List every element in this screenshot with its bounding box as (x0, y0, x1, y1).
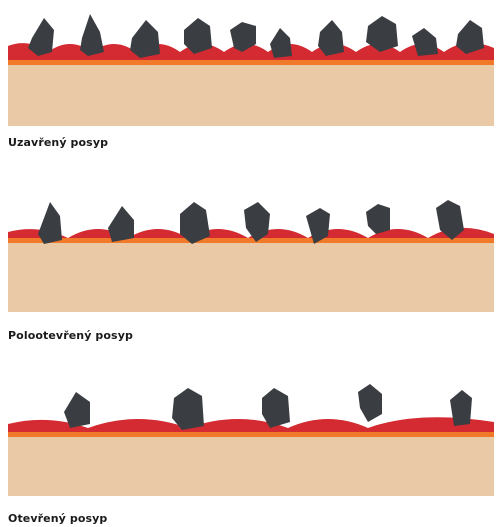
abrasive-grain (450, 390, 472, 426)
closed-coat-diagram (8, 8, 494, 126)
abrasive-grain (172, 388, 204, 430)
abrasive-grain (456, 20, 484, 54)
open-coat-diagram (8, 378, 494, 496)
caption-open-coat: Otevřený posyp (8, 512, 107, 525)
backing-layer (8, 436, 494, 496)
abrasive-grain (108, 206, 134, 242)
abrasive-grain (180, 202, 210, 244)
abrasive-panel-closed (8, 8, 494, 126)
abrasive-panel-semi-open (8, 194, 494, 312)
abrasive-grain (38, 202, 62, 244)
abrasive-grain (80, 14, 104, 56)
abrasive-grain (130, 20, 160, 58)
glue-edge (8, 60, 494, 65)
caption-closed-coat: Uzavřený posyp (8, 136, 108, 149)
semi-open-coat-diagram (8, 194, 494, 312)
backing-layer (8, 64, 494, 126)
abrasive-grain (358, 384, 382, 422)
glue-edge (8, 432, 494, 437)
glue-edge (8, 238, 494, 243)
backing-layer (8, 242, 494, 312)
abrasive-grain (270, 28, 292, 58)
abrasive-grain (318, 20, 344, 56)
caption-semi-open-coat: Polootevřený posyp (8, 329, 133, 342)
abrasive-grain (366, 204, 390, 234)
abrasive-grain (28, 18, 54, 56)
abrasive-panel-open (8, 378, 494, 496)
